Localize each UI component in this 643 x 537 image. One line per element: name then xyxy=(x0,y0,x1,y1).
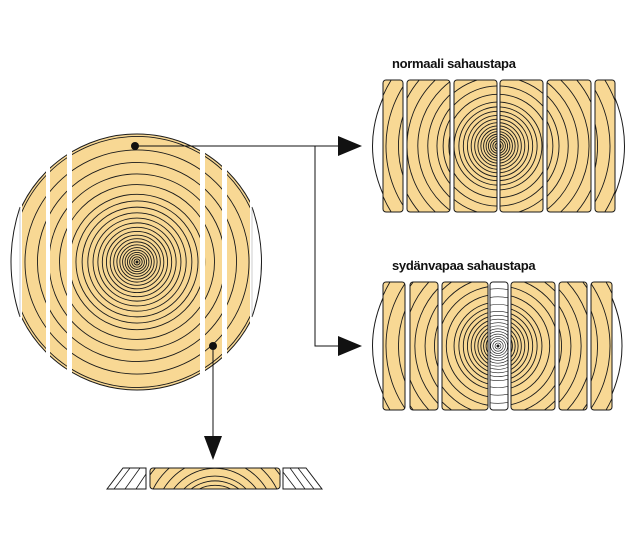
board xyxy=(50,134,67,390)
board xyxy=(595,80,615,212)
waste-edge-right xyxy=(282,467,324,490)
label-heartwood-free-sawing: sydänvapaa sahaustapa xyxy=(392,258,536,273)
single-board-detail xyxy=(105,467,324,490)
board xyxy=(383,282,405,410)
board xyxy=(227,134,250,390)
log-cross-section xyxy=(10,133,262,391)
label-normal-sawing: normaali sahaustapa xyxy=(392,56,516,71)
waste-slab xyxy=(372,97,384,195)
board xyxy=(442,282,488,410)
heartwood-free-sawing-pattern xyxy=(372,281,623,411)
waste-slab xyxy=(611,297,623,395)
board xyxy=(500,80,543,212)
board xyxy=(511,282,555,410)
board xyxy=(454,80,497,212)
board xyxy=(591,282,612,410)
board xyxy=(383,80,403,212)
waste-slab xyxy=(614,97,625,195)
arrow-to-normal xyxy=(338,136,362,156)
heartwood-board xyxy=(490,282,508,410)
board xyxy=(407,80,450,212)
board xyxy=(547,80,591,212)
board xyxy=(205,134,222,390)
board xyxy=(410,282,438,410)
waste-edge-left xyxy=(105,467,147,490)
board xyxy=(72,134,200,390)
waste-slab xyxy=(251,206,262,318)
arrow-to-heartfree xyxy=(338,336,362,356)
waste-slab xyxy=(372,297,384,395)
board xyxy=(559,282,587,410)
waste-slab xyxy=(10,206,21,318)
arrows xyxy=(131,136,362,460)
arrow-to-board xyxy=(204,436,222,460)
normal-sawing-pattern xyxy=(372,79,625,213)
